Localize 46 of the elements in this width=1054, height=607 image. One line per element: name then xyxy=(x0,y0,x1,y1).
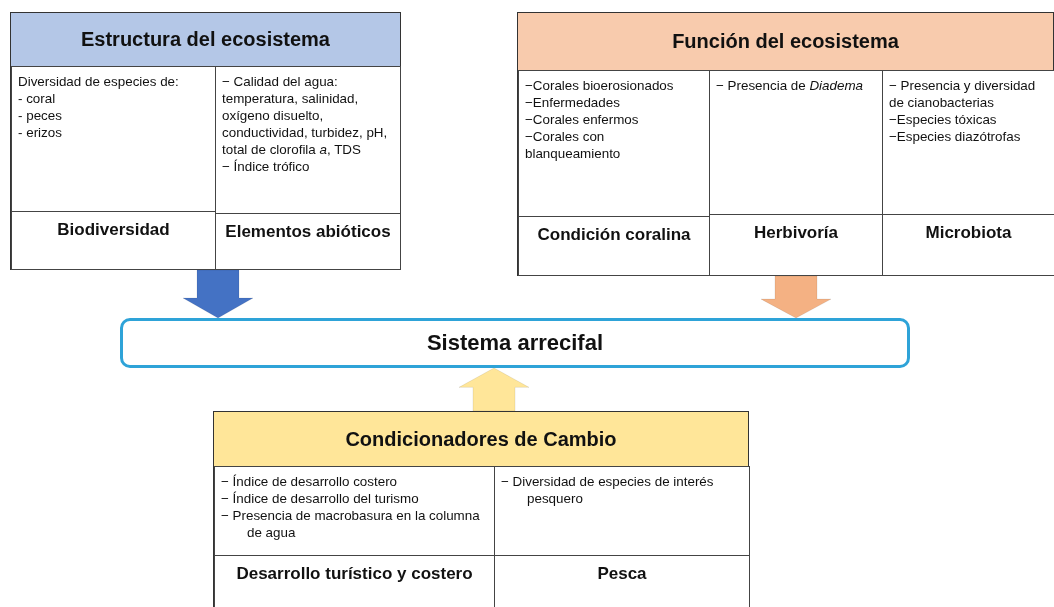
category-label: Microbiota xyxy=(925,223,1012,242)
category-box xyxy=(518,216,710,276)
system-box xyxy=(120,318,910,368)
indicator-text: - erizos xyxy=(18,124,63,141)
indicator-text: - peces xyxy=(18,107,63,124)
indicator-list-box xyxy=(215,66,401,214)
indicator-list-box xyxy=(11,66,216,212)
indicator-list-box xyxy=(882,70,1054,215)
indicator-text: − Índice de desarrollo costero xyxy=(221,473,399,490)
block-arrow xyxy=(182,269,254,319)
category-box xyxy=(882,214,1054,276)
indicator-text: Diversidad de especies de: xyxy=(18,73,180,90)
indicator-text: − Presencia de Diadema xyxy=(716,77,864,94)
indicator-text: − Diversidad de especies de interés pesquero xyxy=(501,473,715,507)
group-panel xyxy=(213,411,749,607)
panel-heading: Condicionadores de Cambio xyxy=(214,412,748,467)
indicator-list-box xyxy=(494,466,750,556)
group-panel xyxy=(517,12,1054,276)
category-label: Desarrollo turístico y costero xyxy=(236,564,473,583)
indicator-text: − Calidad del agua: temperatura, salinidad, oxígeno disuelto, conductividad, turbidez, pH, total de clorofila a, TDS xyxy=(222,73,389,158)
category-label: Biodiversidad xyxy=(57,220,170,239)
indicator-text: −Especies tóxicas xyxy=(889,111,998,128)
group-panel xyxy=(10,12,401,270)
category-label: Condición coralina xyxy=(537,225,691,244)
indicator-text: −Corales bioerosionados xyxy=(525,77,675,94)
category-label: Elementos abióticos xyxy=(225,222,391,241)
category-label: Herbivoría xyxy=(753,223,839,242)
indicator-text: − Índice de desarrollo del turismo xyxy=(221,490,420,507)
indicator-list-box xyxy=(214,466,495,556)
indicator-text: −Especies diazótrofas xyxy=(889,128,1022,145)
panel-heading: Función del ecosistema xyxy=(518,13,1053,71)
block-arrow xyxy=(760,275,832,319)
block-arrow xyxy=(458,367,530,412)
indicator-text: − Índice trófico xyxy=(222,158,311,175)
indicator-text: − Presencia y diversidad de cianobacterias xyxy=(889,77,1037,111)
category-label: Sistema arrecifal xyxy=(426,330,604,356)
indicator-text: −Enfermedades xyxy=(525,94,621,111)
indicator-text: −Corales con blanqueamiento xyxy=(525,128,622,162)
indicator-text: −Corales enfermos xyxy=(525,111,640,128)
indicator-list-box xyxy=(518,70,710,217)
category-label: Pesca xyxy=(597,564,647,583)
indicator-text: − Presencia de macrobasura en la columna de agua xyxy=(221,507,481,541)
indicator-text: - coral xyxy=(18,90,57,107)
panel-heading: Estructura del ecosistema xyxy=(11,13,400,67)
category-box xyxy=(11,211,216,270)
category-box xyxy=(215,213,401,270)
